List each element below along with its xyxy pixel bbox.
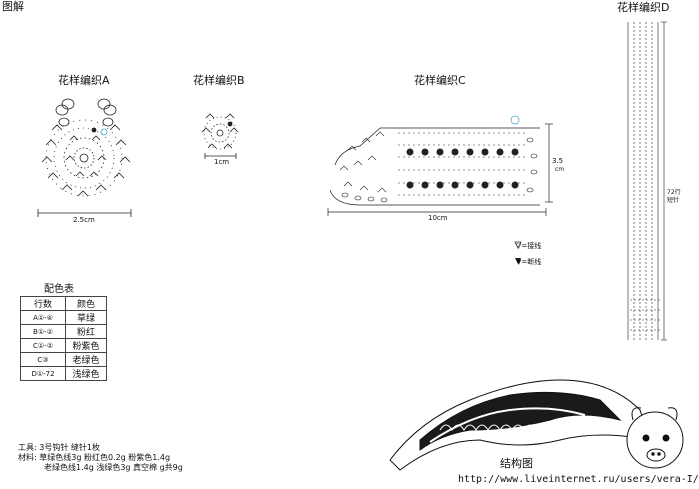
row-key: B①-② xyxy=(20,324,66,339)
table-row: B①-② 粉红 xyxy=(20,324,107,339)
diagram-d-chart xyxy=(627,21,667,341)
diagram-c-chart xyxy=(327,115,553,216)
watermark-url: http://www.liveinternet.ru/users/vera-I/ xyxy=(458,474,699,485)
diagram-b-chart xyxy=(201,113,239,159)
table-header-row: 行数 颜色 xyxy=(20,296,107,311)
diagram-c-height: 3.5 xyxy=(552,157,564,165)
join-symbol xyxy=(514,241,522,249)
tools-line: 工具: 3号钩针 缝针1枚 xyxy=(18,443,100,452)
diagram-a-width: 2.5cm xyxy=(73,216,95,224)
table-row: C①-② 粉紫色 xyxy=(20,338,107,353)
diagram-d-rows: 72行 xyxy=(667,189,681,196)
row-key: A①-④ xyxy=(20,310,66,325)
row-color: 浅绿色 xyxy=(65,366,107,381)
structure-title: 结构图 xyxy=(500,457,533,470)
diagram-c-width: 10cm xyxy=(428,214,448,222)
materials-line-1: 材料: 草绿色线3g 粉红色0.2g 粉紫色1.4g xyxy=(18,453,171,462)
diagram-c-height-unit: cm xyxy=(555,166,565,173)
legend-cut: ▼=断线 xyxy=(516,258,542,266)
materials-line-2: 老绿色线1.4g 浅绿色3g 真空棉 g共9g xyxy=(44,463,183,472)
header-color: 颜色 xyxy=(65,296,107,311)
table-row: C③ 老绿色 xyxy=(20,352,107,367)
row-key: C①-② xyxy=(20,338,66,353)
row-key: D①-72 xyxy=(20,366,66,381)
diagram-a-chart xyxy=(37,98,132,217)
structure-drawing xyxy=(389,379,684,471)
diagram-c-title: 花样编织C xyxy=(414,74,466,87)
row-key: C③ xyxy=(20,352,66,367)
diagram-d-stitch: 短针 xyxy=(667,197,680,204)
table-row: A①-④ 草绿 xyxy=(20,310,107,325)
diagram-d-title: 花样编织D xyxy=(617,1,670,14)
color-table-title: 配色表 xyxy=(44,284,74,295)
diagram-b-width: 1cm xyxy=(214,158,230,166)
row-color: 老绿色 xyxy=(65,352,107,367)
row-color: 粉红 xyxy=(65,324,107,339)
legend-join: ▽=接线 xyxy=(516,242,542,250)
row-color: 草绿 xyxy=(65,310,107,325)
color-table: 行数 颜色 A①-④ 草绿 B①-② 粉红 C①-② 粉紫色 C③ 老绿色 D①… xyxy=(20,296,107,381)
page-title: 图解 xyxy=(2,0,24,13)
table-row: D①-72 浅绿色 xyxy=(20,366,107,381)
materials-block: 工具: 3号钩针 缝针1枚 材料: 草绿色线3g 粉红色0.2g 粉紫色1.4g… xyxy=(18,443,183,473)
cut-symbol xyxy=(515,258,521,264)
diagram-b-title: 花样编织B xyxy=(193,74,245,87)
row-color: 粉紫色 xyxy=(65,338,107,353)
diagram-a-title: 花样编织A xyxy=(58,74,110,87)
header-rows: 行数 xyxy=(20,296,66,311)
